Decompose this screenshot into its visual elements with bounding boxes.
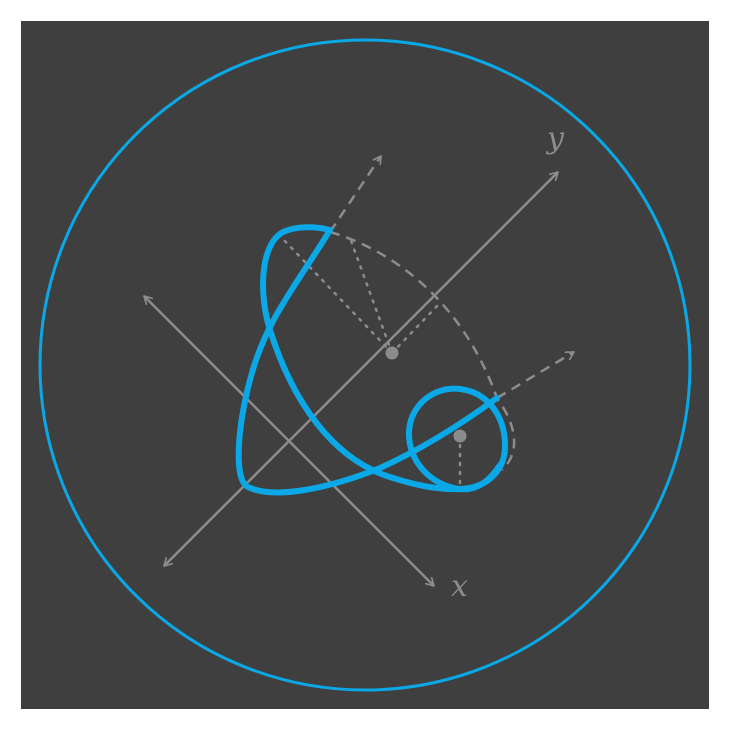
- y-axis-label: y: [545, 121, 565, 156]
- dotted-line-1: [280, 236, 394, 355]
- center-point-upper: [385, 346, 399, 360]
- dotted-line-2: [348, 236, 394, 355]
- dashed-arc: [329, 230, 516, 471]
- main-curve: [260, 224, 508, 493]
- main-curve-loop: [235, 227, 500, 496]
- dotted-guides: [280, 236, 462, 489]
- dotted-line-3: [390, 301, 442, 355]
- x-axis-label: x: [451, 569, 468, 604]
- dashed-arrow-upper: [328, 155, 383, 233]
- y-axis-line: [163, 171, 559, 567]
- center-point-lower: [453, 429, 467, 443]
- outer-circle: [38, 38, 692, 692]
- dashed-arrow-right: [496, 350, 575, 400]
